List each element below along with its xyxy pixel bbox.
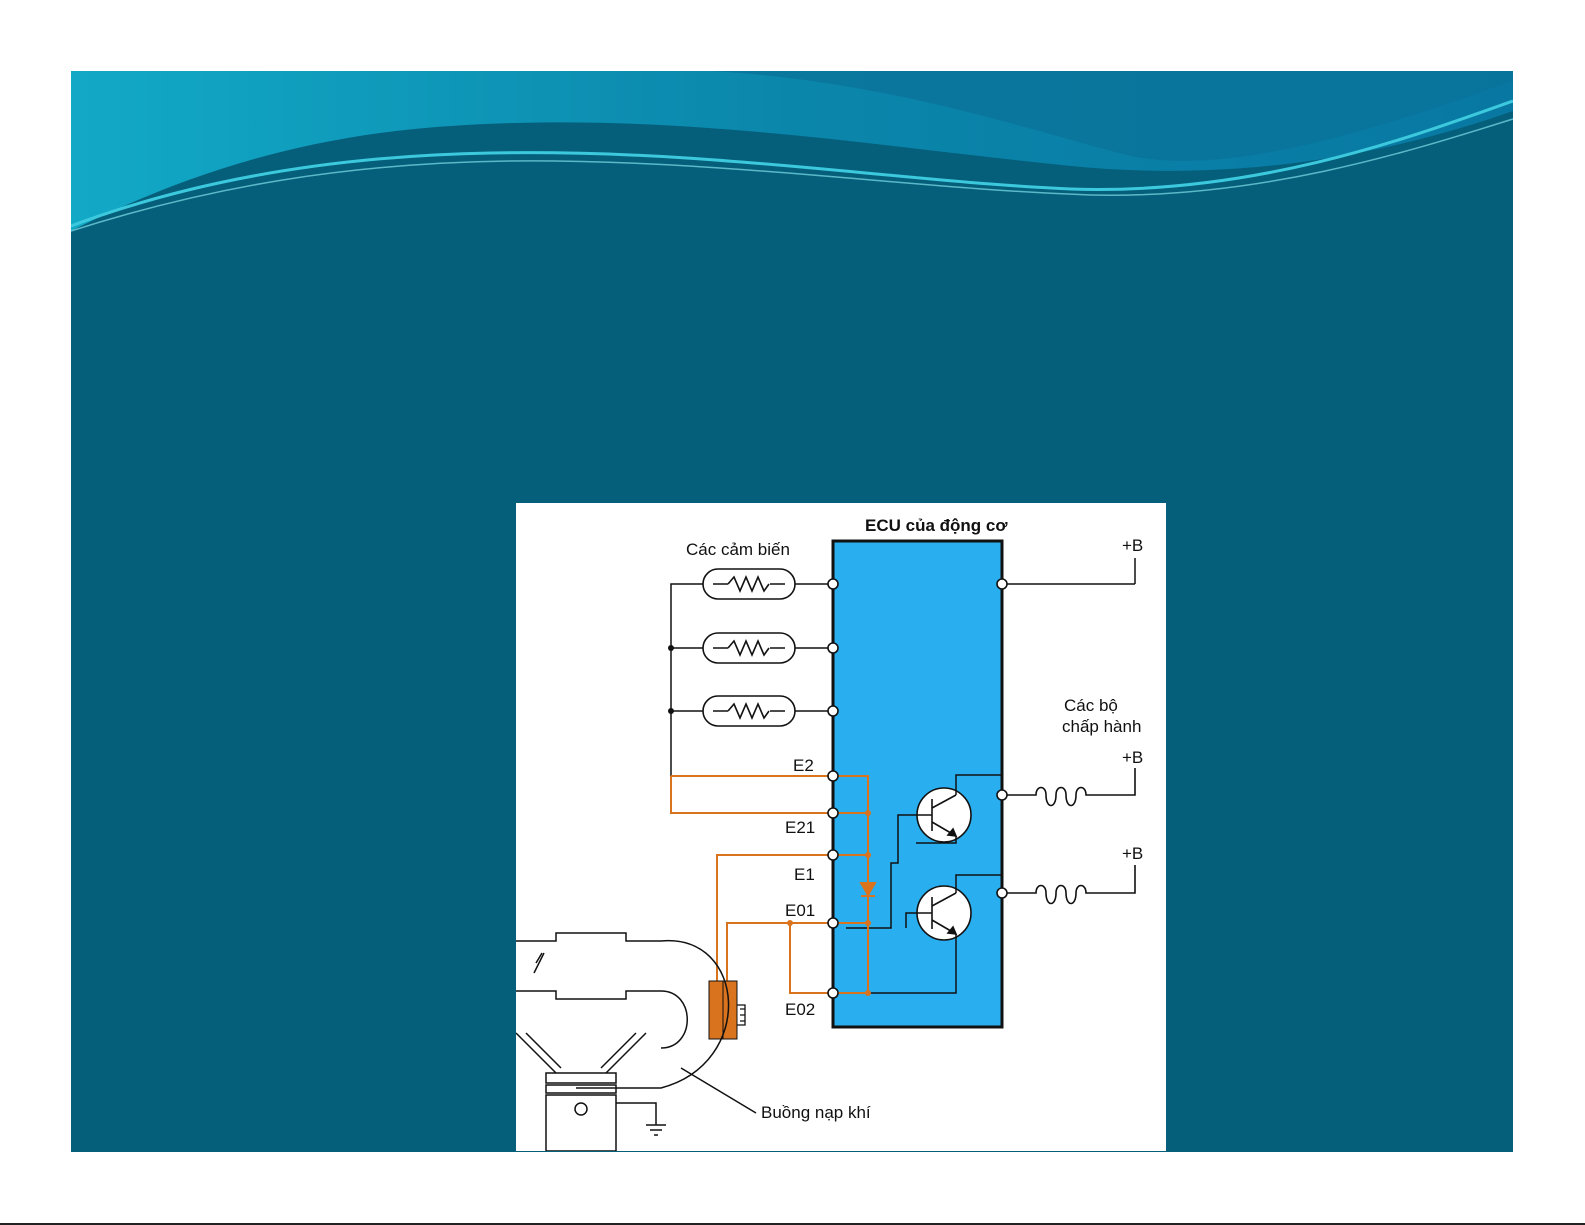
intake-manifold-sketch	[516, 933, 756, 1151]
power-label-2: +B	[1122, 748, 1143, 767]
ecu-box	[833, 541, 1002, 1027]
terminal-e01: E01	[785, 901, 815, 920]
terminal-e1: E1	[794, 865, 815, 884]
actuators-label-line1: Các bộ	[1064, 696, 1118, 715]
sensor-resistor-3	[703, 696, 795, 726]
transistor-2	[917, 886, 971, 940]
power-label-3: +B	[1122, 844, 1143, 863]
actuators-label-line2: chấp hành	[1062, 717, 1141, 736]
transistor-1	[917, 788, 971, 842]
ecu-ground-circuit-figure: ECU của động cơ Các cảm biến	[516, 503, 1166, 1151]
header-wave-decoration	[71, 71, 1513, 241]
intake-label: Buồng nạp khí	[761, 1103, 871, 1122]
sensor-resistor-1	[703, 569, 795, 599]
actuator-coils	[1002, 768, 1135, 904]
terminal-e02: E02	[785, 1000, 815, 1019]
slide-background: ECU của động cơ Các cảm biến	[71, 71, 1513, 1152]
ecu-label: ECU của động cơ	[865, 516, 1008, 535]
terminal-e2: E2	[793, 756, 814, 775]
sensors-label: Các cảm biến	[686, 540, 790, 559]
power-label-1: +B	[1122, 536, 1143, 555]
sensor-resistor-2	[703, 633, 795, 663]
terminal-e21: E21	[785, 818, 815, 837]
